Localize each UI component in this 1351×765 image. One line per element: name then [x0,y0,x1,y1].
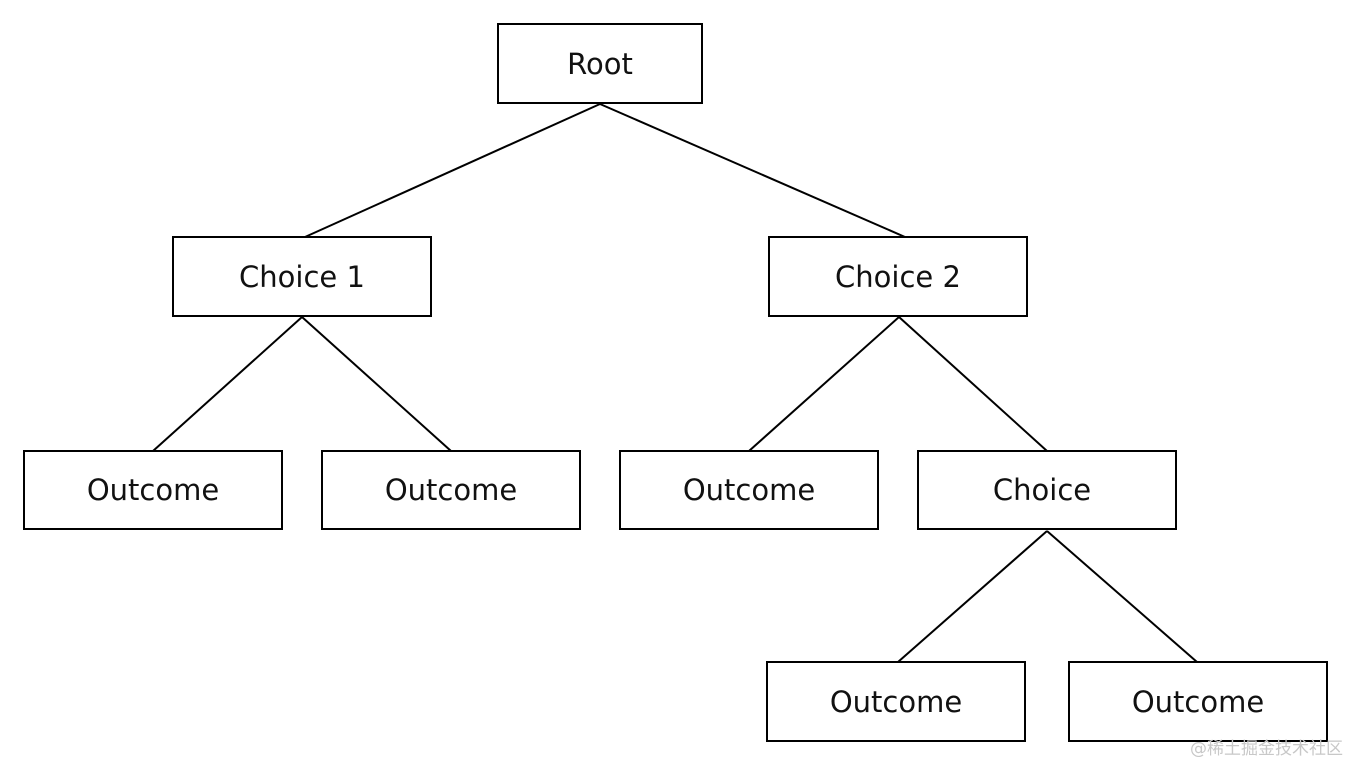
node-label-choice: Choice [993,473,1091,507]
node-label-outcome: Outcome [385,473,517,507]
node-outcome-3: Outcome [619,450,879,530]
edge-choice2-choice [898,316,1048,452]
node-box [172,236,432,317]
node-outcome-1: Outcome [23,450,283,530]
node-label-outcome: Outcome [87,473,219,507]
node-box [321,450,581,530]
edge-choice-outcome-a [897,530,1048,663]
edge-root-choice2 [599,103,906,238]
node-box [23,450,283,530]
node-outcome-2: Outcome [321,450,581,530]
node-box [768,236,1028,317]
watermark-text: @稀土掘金技术社区 [1190,739,1343,759]
edge-root-choice1 [304,103,601,238]
node-outcome-5: Outcome [1068,661,1328,742]
node-box [619,450,879,530]
node-box [497,23,703,104]
edge-choice1-outcome-a [152,316,303,452]
node-outcome-4: Outcome [766,661,1026,742]
node-box [917,450,1177,530]
node-box [766,661,1026,742]
node-box [1068,661,1328,742]
node-choice: Choice [917,450,1177,530]
node-label-outcome: Outcome [830,685,962,719]
node-label-outcome: Outcome [1132,685,1264,719]
edge-choice2-outcome [748,316,900,452]
node-label-root: Root [567,47,633,81]
node-label-outcome: Outcome [683,473,815,507]
node-choice-2: Choice 2 [768,236,1028,317]
node-label-choice-1: Choice 1 [239,260,365,294]
edge-choice-outcome-b [1046,530,1198,663]
node-root: Root [497,23,703,104]
edge-choice1-outcome-b [301,316,452,452]
node-label-choice-2: Choice 2 [835,260,961,294]
node-choice-1: Choice 1 [172,236,432,317]
